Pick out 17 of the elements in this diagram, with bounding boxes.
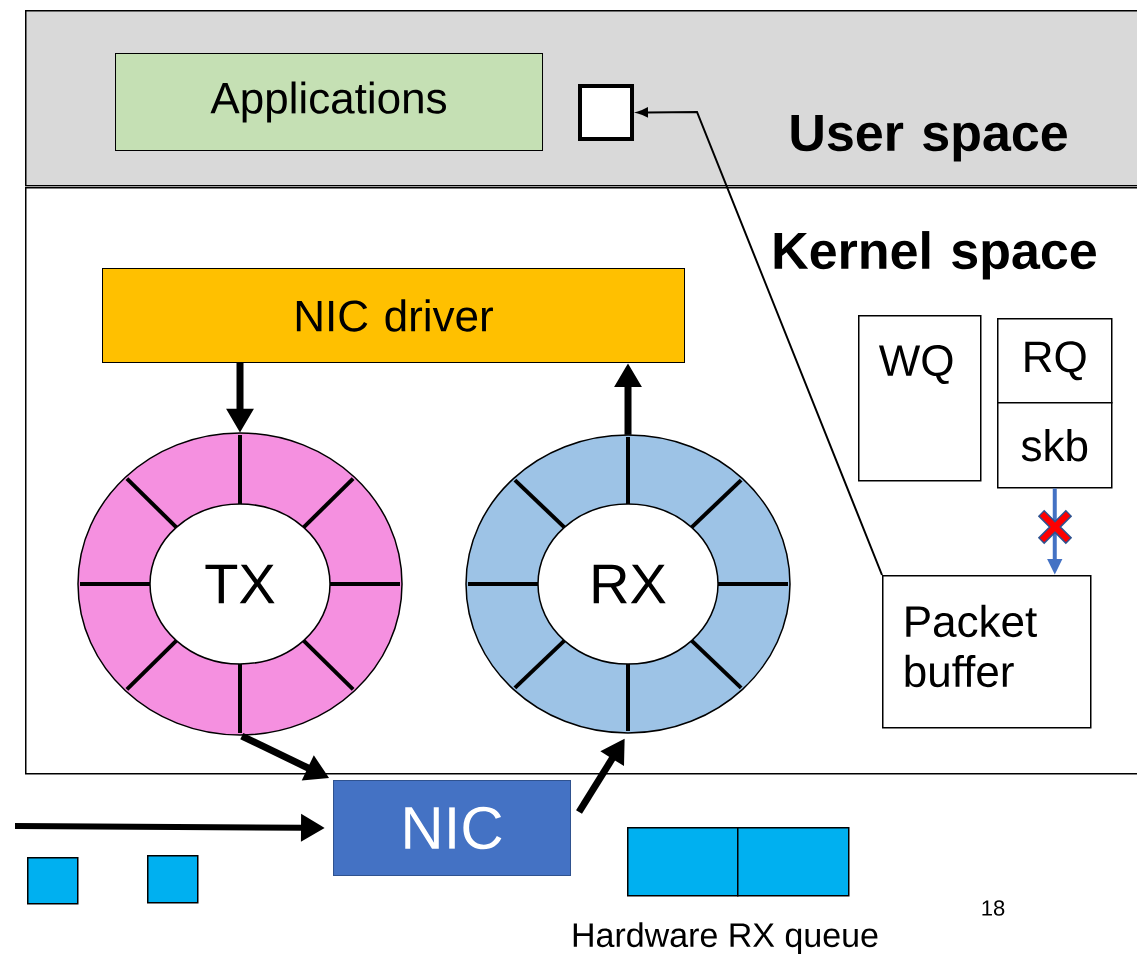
socket-box	[578, 84, 634, 141]
arrow	[636, 107, 883, 576]
queue-box: RQ	[997, 318, 1113, 404]
text-label: 18	[982, 900, 1005, 916]
packet-square	[147, 855, 199, 904]
queue-slot	[627, 827, 739, 897]
text-label: Hardware RX queue	[573, 922, 878, 954]
queue-box: WQ	[858, 315, 982, 482]
ring-buffer: RX	[465, 434, 791, 734]
packet-square	[27, 857, 79, 905]
buffer-box: Packet buffer	[882, 575, 1092, 729]
queue-slot	[737, 827, 850, 897]
driver-box: NIC driver	[102, 268, 685, 363]
queue-box: skb	[997, 402, 1113, 489]
ring-buffer: TX	[77, 432, 403, 736]
applications-box: Applications	[115, 53, 543, 151]
nic-box: NIC	[333, 780, 571, 876]
